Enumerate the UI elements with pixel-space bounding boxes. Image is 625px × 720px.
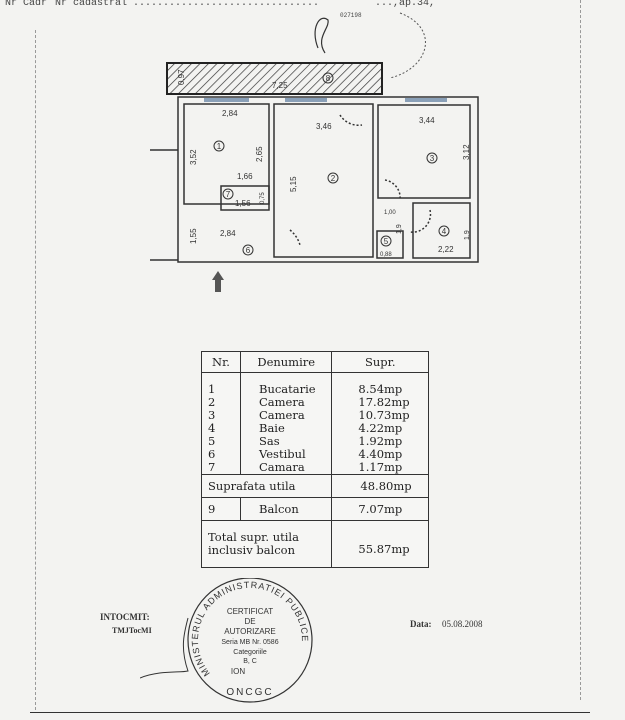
header-nr: Nr. [201,351,241,373]
dim: 1,9 [396,224,403,234]
useful-area-label: Suprafata utila [200,474,333,498]
stamp-line: Seria MB Nr. 0586 [221,639,278,646]
dim: 1,00 [384,210,396,216]
svg-text:2: 2 [331,174,336,183]
svg-text:4: 4 [442,227,447,236]
stamp-line: DE [244,617,255,626]
dim: 1,66 [237,172,253,181]
useful-area-value: 48.80mp [331,474,429,498]
dim: 3,52 [189,149,198,165]
total-value: 55.87mp [331,520,429,568]
stamp-number: 027198 [340,12,362,19]
dim-balcony-depth: 0,97 [177,69,186,85]
svg-text:8: 8 [326,74,331,83]
dim: 5,15 [289,176,298,192]
entrance-arrow-icon [212,271,224,292]
room-label: 2 [327,172,339,184]
balcony-nr: 9 [201,497,241,521]
stamp-line: CERTIFICAT [227,607,273,616]
dim: 1,9 [464,230,471,240]
dim: 3,46 [316,122,332,131]
dim-balcony-width: 7,25 [272,81,288,90]
address-fragment: ...,ap.34, [375,0,436,9]
dim: 2,22 [438,245,454,254]
svg-text:6: 6 [246,246,251,255]
stamp-line: AUTORIZARE [224,627,275,636]
bottom-rule [30,712,590,713]
svg-text:3: 3 [430,154,435,163]
room-label: 1 [213,140,225,152]
dim: 2,84 [220,229,236,238]
svg-text:1: 1 [217,142,222,151]
room-label: 3 [426,152,438,164]
prepared-name: TMJTocMI [112,626,152,635]
dim: 0,75 [260,192,266,204]
stamp-line: Categoriile [233,649,267,656]
header-supr: Supr. [331,351,429,373]
room-label: 7 [222,188,234,200]
nr-cad-label: Nr Cadr [5,0,48,9]
nr-cadastral-label: Nr cadastral ...........................… [55,0,320,9]
balcony [166,62,383,95]
header-denumire: Denumire [239,351,333,373]
dim: 0,88 [380,252,392,258]
svg-text:5: 5 [384,237,389,246]
official-stamp: MINISTERUL ADMINISTRATIEI PUBLICE ONCGC … [140,578,313,703]
room-label: 4 [438,225,450,237]
room-label: 6 [242,244,254,256]
date-value: 05.08.2008 [442,619,483,629]
stamp-line: B, C [243,658,257,665]
dim: 2,65 [255,146,264,162]
stamp-line: ION [231,667,245,676]
dim: 1,56 [235,199,251,208]
top-stamp-signature [314,12,426,78]
dim: 3,12 [462,144,471,160]
dim: 1,55 [189,228,198,244]
dim: 2,84 [222,109,238,118]
balcony-area: 7.07mp [331,497,429,521]
room-label: 5 [380,235,392,247]
balcony-name: Balcon [239,497,333,521]
floor-plan: 7,25 0,97 2,84 3,52 2,65 3,46 5,15 3,44 … [150,62,479,292]
margin-line-right [580,0,581,700]
date-label: Data: [410,619,432,629]
svg-text:7: 7 [226,190,231,199]
dim: 3,44 [419,116,435,125]
prepared-label: INTOCMIT: [100,612,150,622]
room-label: 8 [322,72,334,84]
stamp-ring-bottom: ONCGC [226,687,273,698]
margin-line-left [35,30,36,710]
